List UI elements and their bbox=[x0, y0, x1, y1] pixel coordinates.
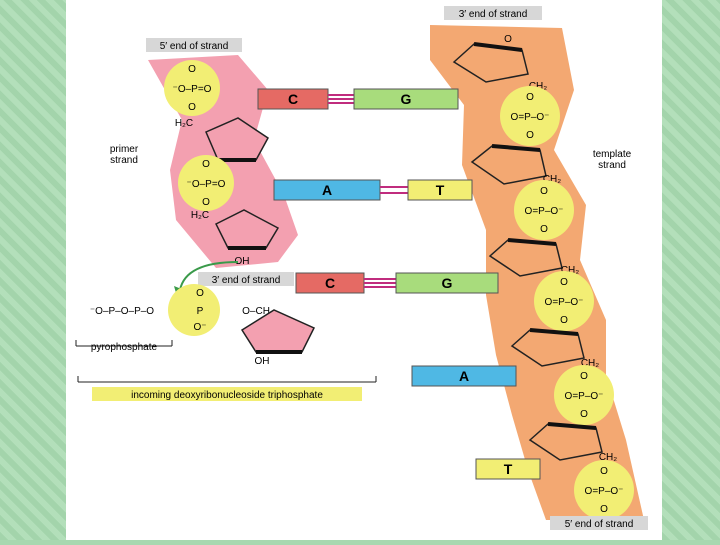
chem-o: O bbox=[600, 504, 608, 515]
label-3prime-mid: 3′ end of strand bbox=[212, 275, 281, 286]
primer-phosphate-1 bbox=[164, 60, 220, 116]
chem-phosphate-group: O=P–O⁻ bbox=[565, 391, 604, 402]
chem-oh: OH bbox=[255, 356, 270, 367]
dna-replication-diagram: 3′ end of strand 5′ end of strand primer… bbox=[75, 6, 648, 530]
chem-pyrophosphate-chain: ⁻O–P–O–P–O bbox=[90, 306, 154, 317]
label-5prime-top: 5′ end of strand bbox=[160, 41, 229, 52]
chem-h2c: H₂C bbox=[191, 210, 209, 221]
template-phosphate-1 bbox=[500, 86, 560, 146]
chem-o: O bbox=[560, 277, 568, 288]
template-sugar-4-edge bbox=[529, 328, 579, 336]
template-sugar-1 bbox=[452, 43, 529, 83]
diagram-canvas: 3′ end of strand 5′ end of strand primer… bbox=[66, 0, 662, 540]
label-template-line1: template bbox=[593, 149, 632, 160]
base-letter: G bbox=[401, 91, 412, 107]
template-sugar-2 bbox=[470, 145, 547, 185]
base-T-1 bbox=[407, 179, 473, 201]
base-letter: C bbox=[325, 275, 335, 291]
chem-ch2: CH₂ bbox=[543, 174, 561, 185]
base-letter: T bbox=[436, 182, 445, 198]
label-box-incoming bbox=[92, 387, 362, 401]
base-A-1 bbox=[273, 179, 381, 201]
template-sugar-4 bbox=[510, 329, 585, 367]
chem-o: O bbox=[202, 159, 210, 170]
chem-phosphate-group: ⁻O–P=O bbox=[187, 179, 226, 190]
base-letter: A bbox=[322, 182, 332, 198]
chem-o: O bbox=[540, 186, 548, 197]
label-5prime-bottom: 5′ end of strand bbox=[565, 519, 634, 530]
chem-phosphate-group: O=P–O⁻ bbox=[585, 486, 624, 497]
chem-o: O bbox=[196, 288, 204, 299]
chem-ch2: CH₂ bbox=[561, 265, 579, 276]
label-incoming: incoming deoxyribonucleoside triphosphat… bbox=[131, 390, 323, 401]
base-letter: T bbox=[504, 461, 513, 477]
label-primer-line1: primer bbox=[110, 144, 139, 155]
chem-phosphate-group: O=P–O⁻ bbox=[545, 297, 584, 308]
label-pyrophosphate: pyrophosphate bbox=[91, 342, 158, 353]
template-phosphate-4 bbox=[554, 365, 614, 425]
template-sugar-2-edge bbox=[491, 144, 541, 152]
chem-o-ch2: O–CH₂ bbox=[242, 306, 274, 317]
base-letter: C bbox=[288, 91, 298, 107]
chem-o: O bbox=[580, 409, 588, 420]
chem-ch2: CH₂ bbox=[581, 358, 599, 369]
template-sugar-5 bbox=[528, 423, 603, 461]
incoming-alpha-phosphate bbox=[168, 284, 220, 336]
chem-o: O bbox=[504, 34, 512, 45]
chem-ch2: CH₂ bbox=[529, 81, 547, 92]
chem-o-neg: O⁻ bbox=[193, 322, 206, 333]
label-box-3prime-mid bbox=[198, 272, 294, 286]
chem-phosphate-group: O=P–O⁻ bbox=[525, 206, 564, 217]
incoming-sugar bbox=[240, 309, 316, 353]
template-sugar-1-edge bbox=[473, 42, 523, 52]
template-phosphate-2 bbox=[514, 180, 574, 240]
template-phosphate-5 bbox=[574, 460, 634, 520]
base-letter: A bbox=[459, 368, 469, 384]
base-G-1 bbox=[353, 88, 459, 110]
right-margin-pattern bbox=[662, 0, 720, 540]
left-margin-pattern bbox=[0, 0, 66, 540]
primer-sugar-1 bbox=[205, 117, 269, 161]
template-sugar-3 bbox=[488, 239, 563, 277]
chem-o: O bbox=[580, 371, 588, 382]
label-box-3prime-top bbox=[444, 6, 542, 20]
chem-h2c: H₂C bbox=[175, 118, 193, 129]
chem-o: O bbox=[526, 92, 534, 103]
chem-o: O bbox=[188, 102, 196, 113]
chem-o: O bbox=[526, 130, 534, 141]
label-primer-line2: strand bbox=[110, 155, 138, 166]
label-box-5prime-top bbox=[146, 38, 242, 52]
base-letter: G bbox=[442, 275, 453, 291]
primer-phosphate-2 bbox=[178, 155, 234, 211]
label-box-5prime-bottom bbox=[550, 516, 648, 530]
chem-o: O bbox=[202, 197, 210, 208]
label-template-line2: strand bbox=[598, 160, 626, 171]
chem-phosphate-group: O=P–O⁻ bbox=[511, 112, 550, 123]
chem-o: O bbox=[540, 224, 548, 235]
primer-sugar-2 bbox=[214, 209, 280, 249]
chem-phosphate-group: ⁻O–P=O bbox=[173, 84, 212, 95]
chem-ch2: CH₂ bbox=[599, 452, 617, 463]
base-T-unpaired bbox=[475, 458, 541, 480]
base-G-2 bbox=[395, 272, 499, 294]
chem-o: O bbox=[600, 466, 608, 477]
chem-o: O bbox=[188, 64, 196, 75]
attack-arrow bbox=[179, 261, 239, 291]
chem-o: O bbox=[560, 315, 568, 326]
label-3prime-top: 3′ end of strand bbox=[459, 9, 528, 20]
template-sugar-3-edge bbox=[507, 238, 557, 246]
base-A-unpaired bbox=[411, 365, 517, 387]
chem-p: P bbox=[197, 306, 204, 317]
template-sugar-5-edge bbox=[547, 422, 597, 430]
chem-oh: OH bbox=[235, 256, 250, 267]
template-phosphate-3 bbox=[534, 271, 594, 331]
